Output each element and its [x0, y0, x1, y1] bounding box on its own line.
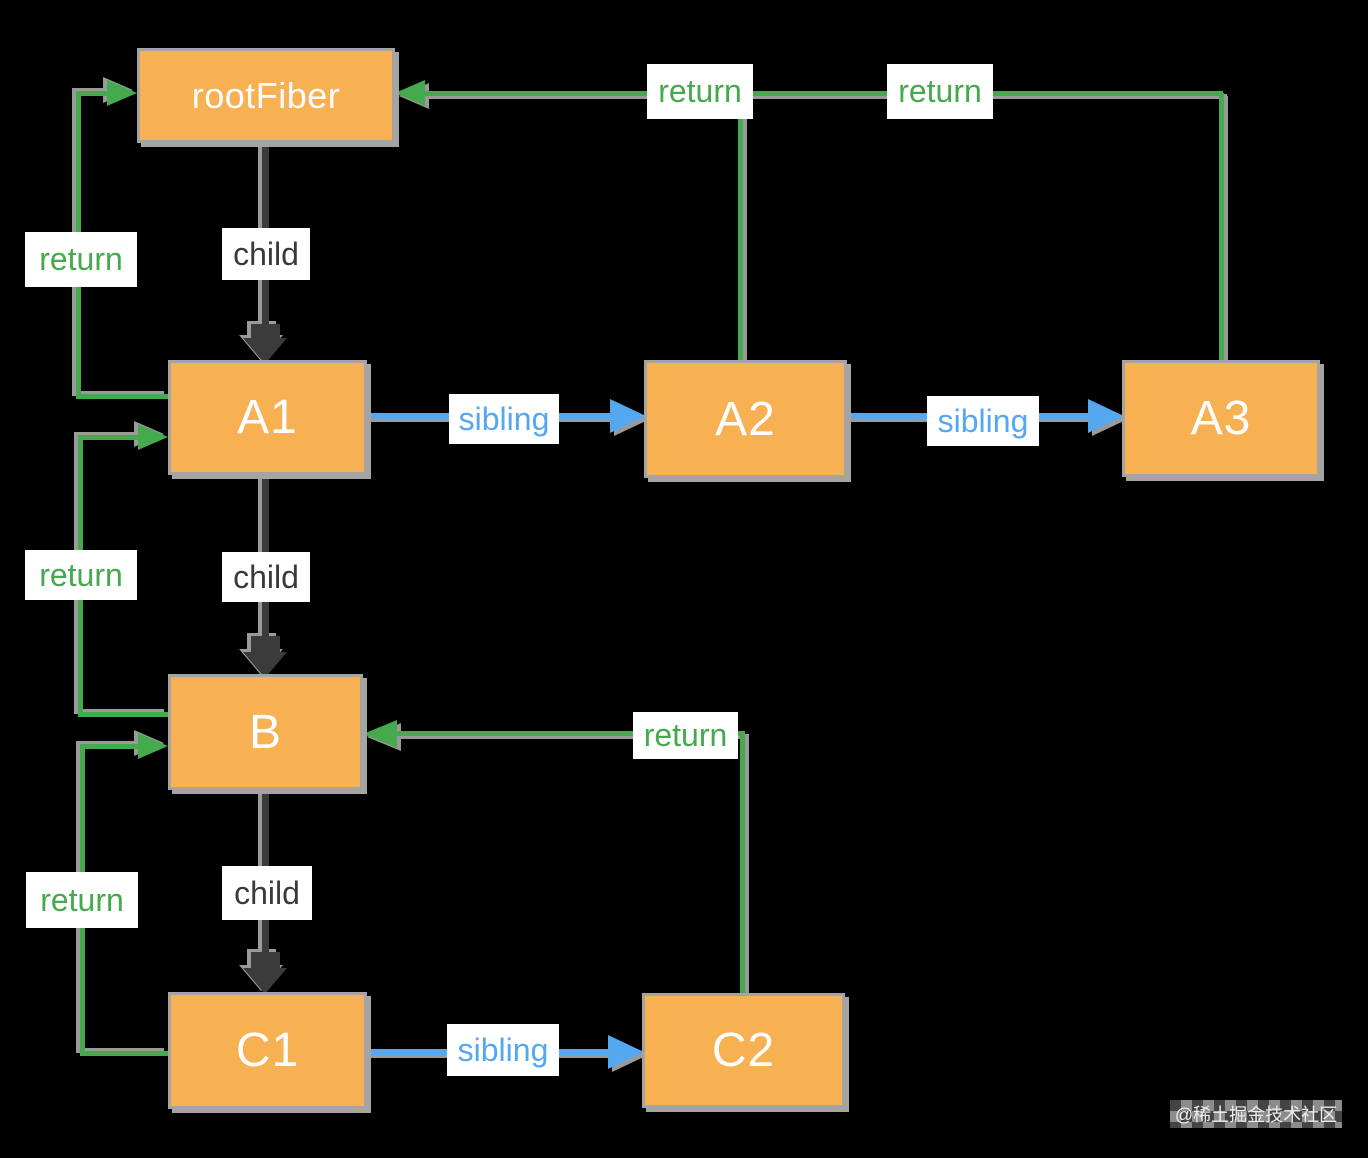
arrowhead-down: [243, 968, 287, 994]
node-label: A1: [237, 391, 298, 444]
arrow-line: [740, 731, 745, 994]
edge-label-return-c1-b: return: [26, 872, 138, 928]
arrow-line: [82, 1051, 168, 1056]
edge-label-sibling-c1-c2: sibling: [447, 1024, 559, 1076]
arrowhead-right: [608, 1035, 644, 1069]
arrow-stem: [251, 324, 280, 340]
arrow-line: [82, 744, 138, 749]
edge-label-return-a3-rootfiber: return: [887, 64, 993, 119]
node-a1: A1: [168, 360, 367, 475]
node-c2: C2: [642, 993, 845, 1108]
edge-label-child-b-c1: child: [222, 866, 312, 920]
node-label: A2: [715, 392, 776, 446]
edge-label-return-b-a1: return: [25, 550, 137, 600]
arrowhead-right: [1088, 399, 1124, 433]
edge-label-return-a2-rootfiber: return: [647, 64, 753, 119]
node-rootfiber: rootFiber: [137, 48, 395, 143]
node-a2: A2: [644, 360, 847, 478]
arrowhead-right: [610, 399, 646, 433]
arrow-line: [80, 712, 168, 717]
node-label: A3: [1190, 392, 1252, 445]
edge-label-return-a1-rootfiber: return: [25, 232, 137, 287]
arrow-stem: [251, 952, 280, 968]
node-label: C2: [711, 1024, 776, 1077]
arrow-line: [738, 93, 743, 361]
arrowhead-right: [107, 80, 137, 106]
arrowhead-right: [138, 733, 168, 759]
arrow-stem: [251, 636, 280, 652]
juejin-watermark: @稀土掘金技术社区: [1170, 1100, 1342, 1128]
node-label: rootFiber: [191, 74, 341, 116]
edge-label-sibling-a1-a2: sibling: [449, 394, 559, 444]
node-label: C1: [235, 1024, 300, 1077]
edge-label-sibling-a2-a3: sibling: [927, 396, 1039, 446]
edge-label-child-rootfiber-a1: child: [222, 228, 310, 280]
node-label: B: [248, 705, 282, 759]
node-c1: C1: [168, 992, 367, 1109]
edge-label-child-a1-b: child: [222, 552, 310, 602]
arrow-line: [78, 91, 108, 96]
arrow-line: [80, 435, 138, 440]
arrow-line: [1219, 93, 1224, 361]
arrowhead-left: [395, 80, 425, 106]
node-a3: A3: [1122, 360, 1320, 477]
edge-label-return-c2-b: return: [633, 712, 738, 759]
arrowhead-left: [363, 720, 397, 748]
arrowhead-right: [138, 424, 168, 450]
arrow-line: [78, 394, 168, 399]
node-b: B: [168, 674, 363, 790]
